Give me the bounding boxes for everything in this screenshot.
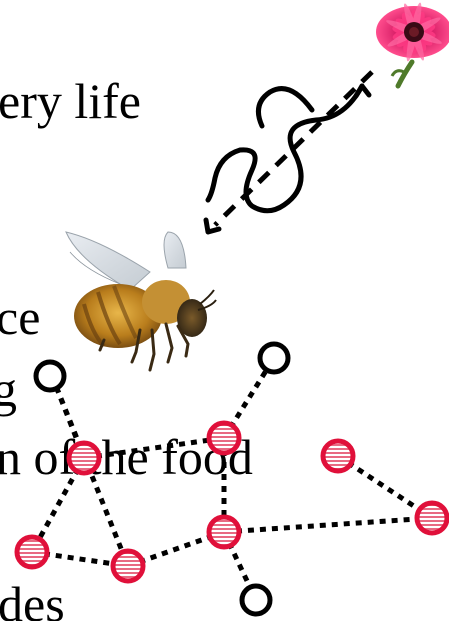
slide-text-line-2: ce xyxy=(0,289,40,345)
network-node-highlighted xyxy=(417,503,447,533)
slide-text-line-5: des xyxy=(0,576,65,621)
network-node-open xyxy=(36,362,64,390)
slide-text-line-1: ery life xyxy=(0,73,141,129)
network-node-highlighted xyxy=(113,551,143,581)
network-node-open xyxy=(260,344,288,372)
flower-icon xyxy=(376,2,449,86)
bee-icon xyxy=(66,232,216,370)
slide-text-line-3: g xyxy=(0,361,17,417)
network-edge xyxy=(224,518,432,532)
network-node-open xyxy=(242,586,270,614)
network-node-highlighted xyxy=(17,537,47,567)
network-node-highlighted xyxy=(323,441,353,471)
network-node-highlighted xyxy=(209,517,239,547)
network-node-highlighted xyxy=(69,443,99,473)
waggle-dance-path-icon xyxy=(206,72,372,232)
network-node-highlighted xyxy=(209,423,239,453)
